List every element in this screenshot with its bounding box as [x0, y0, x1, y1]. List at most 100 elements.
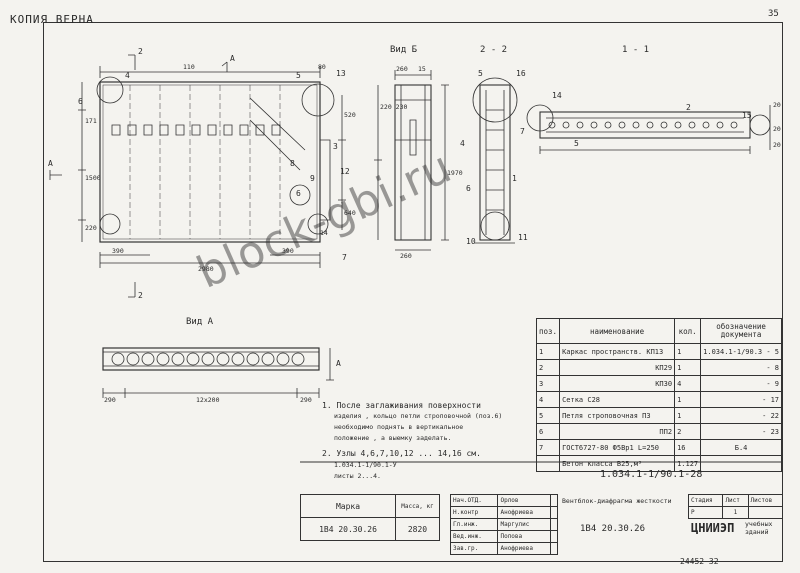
dim-520: 520 — [344, 111, 356, 119]
spec-col-name: наименование — [559, 318, 676, 344]
callout-8: 8 — [290, 159, 295, 168]
org-name: ЦНИИЭП — [691, 521, 735, 535]
callout-5: 5 — [296, 71, 301, 80]
stage-value: Р — [687, 506, 724, 519]
note-1: 1. После заглаживания поверхности — [322, 401, 481, 410]
doc-code: 1.034.1-1/90.1-28 — [600, 469, 703, 480]
s11-callout-2: 2 — [686, 103, 691, 112]
s11-callout-14: 14 — [552, 91, 562, 100]
mass-label: Масса, кг — [395, 494, 440, 518]
role: Гл.инж. — [449, 518, 499, 531]
dim-1970: 1970 — [447, 169, 463, 177]
spec-pos: 5 — [535, 407, 561, 424]
note-1b: изделия , кольцо петли строповочной (поз… — [334, 412, 503, 420]
mark-label: Марка — [300, 494, 396, 518]
note-2c: листы 2...4. — [334, 472, 381, 480]
spec-name: ГОСТ6727-80 Ф5Вр1 L=250 — [559, 439, 676, 456]
section-mark-a-left: А — [48, 159, 53, 168]
dim-220-230: 220 230 — [380, 103, 408, 111]
spec-doc: - 8 — [700, 359, 782, 376]
table-row: 5 Петля строповочная П3 1 - 22 — [535, 407, 782, 424]
copy-stamp: КОПИЯ ВЕРНА — [10, 13, 94, 26]
callout-3: 3 — [333, 142, 338, 151]
sheet-info-table: Стадия Лист Листов Р 1 — [687, 494, 784, 519]
note-1d: положение , а выемку заделать. — [334, 434, 452, 442]
s22-callout-10: 10 — [466, 237, 476, 246]
spec-col-pos: поз. — [535, 318, 561, 344]
spec-qty: 1 — [674, 359, 702, 376]
section-1-1-title: 1 - 1 — [622, 45, 650, 55]
sheets-value — [747, 506, 784, 519]
sheet-label: Лист — [722, 494, 749, 507]
spec-empty — [535, 455, 561, 472]
callout-4: 4 — [125, 71, 130, 80]
s11-dim-20b: 20 — [773, 125, 781, 133]
spec-doc: 1.034.1-1/90.3 - 5 — [700, 343, 782, 360]
spec-col-qty: кол. — [674, 318, 702, 344]
table-row: 4 Сетка С28 1 - 17 — [535, 391, 782, 408]
spec-doc: Б.4 — [700, 439, 782, 456]
dim-15: 15 — [418, 65, 426, 73]
s22-callout-6: 6 — [466, 184, 471, 193]
signature — [549, 506, 559, 519]
spec-qty: 16 — [674, 439, 702, 456]
s22-callout-5: 5 — [478, 69, 483, 78]
section-mark-2-bottom: 2 — [138, 291, 143, 300]
signature — [549, 494, 559, 507]
note-1c: необходимо поднять в вертикальное — [334, 423, 464, 431]
callout-6a: 6 — [78, 97, 83, 106]
spec-col-doc: обозначение документа — [700, 318, 782, 344]
s11-dim-20c: 20 — [773, 141, 781, 149]
spec-name: КП30 — [559, 375, 676, 392]
s22-callout-4: 4 — [460, 139, 465, 148]
role: Н.контр — [449, 506, 499, 519]
s11-callout-5: 5 — [574, 139, 579, 148]
dim-80: 80 — [318, 63, 326, 71]
s11-callout-7: 7 — [520, 127, 525, 136]
note-2b: 1.034.1-1/90.1-У — [334, 461, 397, 469]
signer: Попова — [497, 530, 551, 543]
s22-callout-1: 1 — [512, 174, 517, 183]
spec-concrete-value: 1.127 — [674, 455, 702, 472]
section-mark-2-top: 2 — [138, 47, 143, 56]
spec-pos: 4 — [535, 391, 561, 408]
role: Зав.гр. — [449, 542, 499, 555]
dim-220: 220 — [85, 224, 97, 232]
spec-qty: 1 — [674, 407, 702, 424]
spec-name: ПП2 — [559, 423, 676, 440]
spec-qty: 2 — [674, 423, 702, 440]
spec-name: КП29 — [559, 359, 676, 376]
spec-pos: 2 — [535, 359, 561, 376]
table-row: 6 ПП2 2 - 23 — [535, 423, 782, 440]
spec-pos: 1 — [535, 343, 561, 360]
s22-callout-11: 11 — [518, 233, 528, 242]
section-2-2 — [472, 77, 518, 244]
view-a-title: Вид А — [186, 317, 214, 327]
section-mark-a-top: А — [230, 54, 235, 63]
dim-640: 640 — [344, 209, 356, 217]
dim-390-left: 390 — [112, 247, 124, 255]
main-view — [49, 54, 346, 298]
dim-390-right: 390 — [282, 247, 294, 255]
sheet-value: 1 — [722, 506, 749, 519]
s11-callout-15: 15 — [742, 111, 752, 120]
spec-qty: 4 — [674, 375, 702, 392]
spec-header-row: поз. наименование кол. обозначение докум… — [535, 318, 782, 344]
spec-pos: 3 — [535, 375, 561, 392]
product-code: 1В4 20.30.26 — [580, 524, 646, 534]
dim-2980: 2980 — [198, 265, 214, 273]
s22-callout-16: 16 — [516, 69, 526, 78]
signer: Маргулис — [497, 518, 551, 531]
dim-12x200: 12x200 — [196, 396, 220, 404]
signer: Анофриева — [497, 506, 551, 519]
view-b — [374, 70, 449, 251]
table-row: 1 Каркас пространств. КП13 1 1.034.1-1/9… — [535, 343, 782, 360]
callout-13: 13 — [336, 69, 346, 78]
spec-table: поз. наименование кол. обозначение докум… — [535, 318, 782, 472]
signature — [549, 530, 559, 543]
mass-value: 2820 — [395, 517, 440, 541]
archive-number: 24452 32 — [680, 557, 719, 566]
table-row: 7 ГОСТ6727-80 Ф5Вр1 L=250 16 Б.4 — [535, 439, 782, 456]
